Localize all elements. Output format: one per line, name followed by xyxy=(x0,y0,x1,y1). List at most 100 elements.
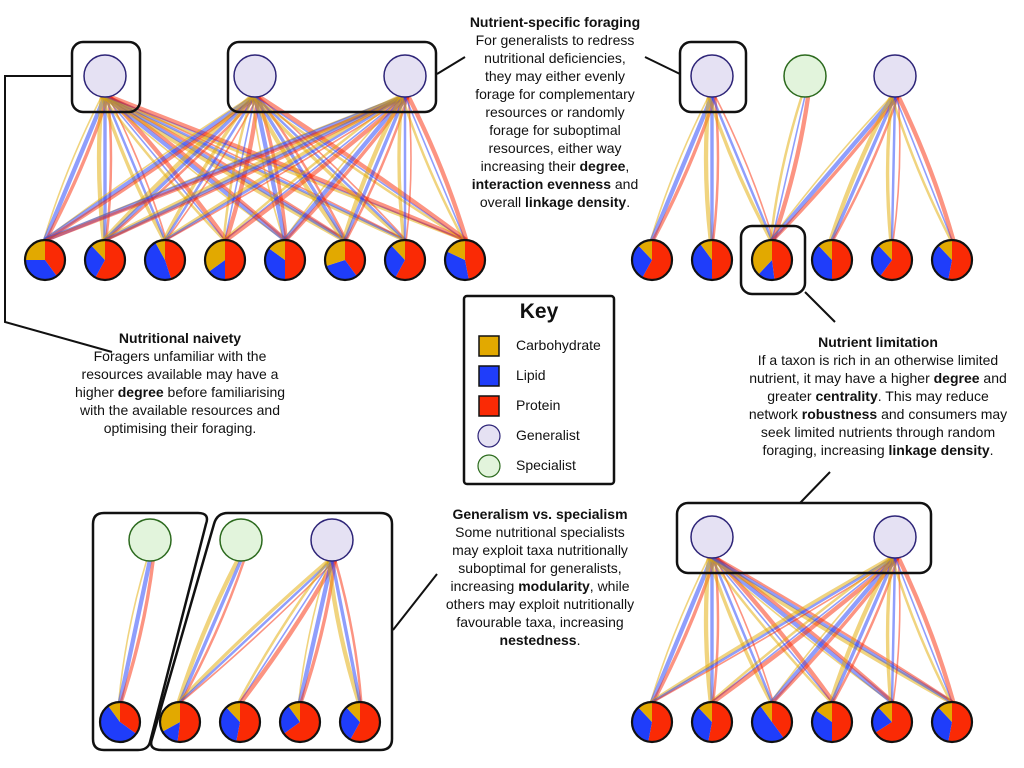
carbohydrate-slice xyxy=(752,240,772,275)
interaction-link xyxy=(103,94,257,242)
callout-line-text: seek limited nutrients through random xyxy=(749,423,1007,441)
interaction-link xyxy=(397,95,406,241)
lipid-slice xyxy=(145,242,172,280)
callout-line-text: may exploit taxa nutritionally xyxy=(446,541,634,559)
resource-pie-node xyxy=(143,238,187,282)
lipid-slice xyxy=(872,245,892,277)
text-segment: they may either evenly xyxy=(484,68,626,84)
resource-pie-node xyxy=(750,700,794,744)
interaction-link xyxy=(771,95,806,241)
pie-outline xyxy=(810,238,854,282)
interaction-link xyxy=(326,559,361,703)
protein-slice xyxy=(465,240,485,280)
callout-line xyxy=(799,471,831,504)
carbohydrate-slice xyxy=(25,240,45,260)
protein-slice xyxy=(350,702,381,743)
interaction-link xyxy=(164,94,406,242)
lipid-slice xyxy=(932,707,952,742)
protein-slice xyxy=(772,240,792,280)
interaction-link xyxy=(180,559,336,703)
interaction-link xyxy=(712,555,900,704)
pie-outline xyxy=(143,238,187,282)
pie-outline xyxy=(278,700,322,744)
lipid-slice xyxy=(758,260,775,280)
interaction-link xyxy=(890,95,897,241)
interaction-link xyxy=(703,95,713,241)
text-segment: If a taxon is rich in an otherwise limit… xyxy=(757,352,999,368)
text-segment: may exploit taxa nutritionally xyxy=(452,542,628,558)
key-swatch-carbohydrate xyxy=(478,335,500,357)
protein-slice xyxy=(283,702,321,742)
pie-outline xyxy=(158,700,202,744)
callout-line-text: resources available may have a xyxy=(75,365,285,383)
text-segment: and consumers may xyxy=(877,406,1008,422)
highlight-box xyxy=(226,40,438,114)
callout-line xyxy=(436,56,466,75)
callout-line-text: nutritional deficiencies, xyxy=(470,49,640,67)
protein-slice xyxy=(648,702,673,743)
interaction-link xyxy=(709,555,893,703)
interaction-link xyxy=(119,559,155,703)
specialist-consumer-node xyxy=(128,518,172,562)
carbohydrate-slice xyxy=(325,240,345,267)
generalist-consumer-node xyxy=(310,518,354,562)
pie-outline xyxy=(810,700,854,744)
pie-outline xyxy=(930,700,974,744)
interaction-link xyxy=(257,94,468,242)
callout-title: Nutrient-specific foraging xyxy=(469,14,641,30)
key-label: Lipid xyxy=(516,367,546,383)
pie-outline xyxy=(690,700,734,744)
key-label: Specialist xyxy=(516,457,576,473)
callout-line-text: optimising their foraging. xyxy=(75,419,285,437)
interaction-link xyxy=(890,95,952,241)
pie-outline xyxy=(750,238,794,282)
resource-pie-node xyxy=(810,238,854,282)
highlight-box xyxy=(739,224,807,296)
text-segment: nutrient, it may have a higher xyxy=(749,370,934,386)
interaction-link xyxy=(832,95,900,241)
text-segment: . xyxy=(626,194,631,210)
interaction-link xyxy=(770,556,893,703)
resource-pie-node xyxy=(83,238,127,282)
interaction-link xyxy=(649,555,893,704)
callout-line-text: favourable taxa, increasing xyxy=(446,613,634,631)
lipid-slice xyxy=(100,705,137,742)
callout-title: Generalism vs. specialism xyxy=(452,506,628,522)
callout-line-text: resources or randomly xyxy=(470,103,640,121)
generalist-consumer-node xyxy=(873,515,917,559)
callout-line-text: network robustness and consumers may xyxy=(749,405,1007,423)
callout-line-text: increasing modularity, while xyxy=(446,577,634,595)
text-segment: . xyxy=(989,442,994,458)
carbohydrate-slice xyxy=(391,240,405,260)
interaction-link xyxy=(102,94,254,242)
protein-slice xyxy=(225,240,245,280)
resource-pie-node xyxy=(263,238,307,282)
callout-line xyxy=(392,573,438,631)
interaction-link xyxy=(239,559,333,703)
pie-outline xyxy=(203,238,247,282)
interaction-link xyxy=(330,559,362,703)
carbohydrate-slice xyxy=(638,240,652,260)
specialist-consumer-node xyxy=(219,518,263,562)
protein-slice xyxy=(642,240,672,280)
callout-line-text: overall linkage density. xyxy=(470,193,640,211)
interaction-link xyxy=(894,95,953,241)
resource-pie-node xyxy=(383,238,427,282)
interaction-link xyxy=(178,559,243,703)
pie-outline xyxy=(930,238,974,282)
protein-slice xyxy=(708,702,733,743)
protein-slice xyxy=(165,240,185,280)
text-segment: . xyxy=(576,632,581,648)
resource-pie-node xyxy=(930,238,974,282)
pie-outline xyxy=(690,238,734,282)
lipid-slice xyxy=(812,245,832,280)
interaction-link xyxy=(251,94,465,242)
resource-pie-node xyxy=(23,238,67,282)
interaction-link xyxy=(885,95,894,241)
interaction-link xyxy=(896,556,956,703)
